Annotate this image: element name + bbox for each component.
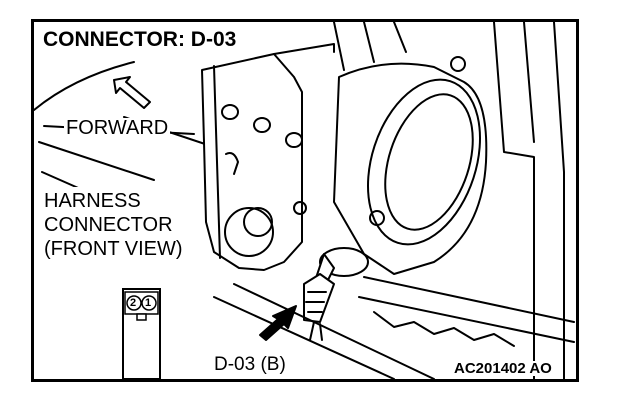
engine-illustration <box>34 22 575 379</box>
forward-label: FORWARD <box>64 117 171 139</box>
figure-code: AC201402 AO <box>452 360 554 377</box>
callout-label: D-03 (B) <box>212 354 288 375</box>
pin-1-label: 1 <box>145 297 152 309</box>
page-title: CONNECTOR: D-03 <box>42 28 240 52</box>
forward-arrow-icon <box>113 76 151 109</box>
harness-line-1: HARNESS <box>44 190 141 212</box>
harness-line-3: (FRONT VIEW) <box>44 238 183 260</box>
pin-2-label: 2 <box>130 297 137 309</box>
harness-line-2: CONNECTOR <box>44 214 173 236</box>
diagram-frame: CONNECTOR: D-03 FORWARD HARNESS CONNECTO… <box>31 19 579 382</box>
harness-connector-label: HARNESS CONNECTOR (FRONT VIEW) <box>42 187 185 263</box>
pointer-arrow-icon <box>259 305 297 341</box>
connector-pin-view: 2 1 <box>122 288 161 379</box>
